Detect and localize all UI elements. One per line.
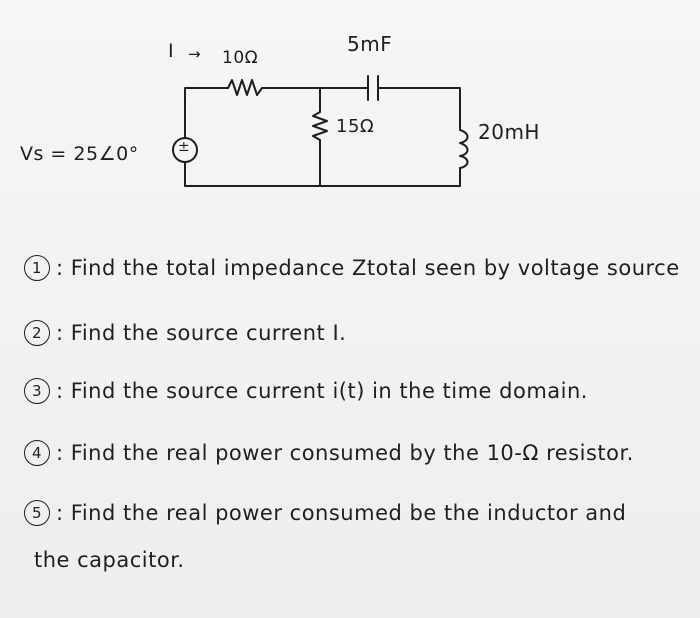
- question-1: 1: Find the total impedance Ztotal seen …: [24, 255, 680, 281]
- question-2-number: 2: [24, 320, 50, 346]
- resistor-10-symbol: [227, 79, 263, 96]
- resistor-15-symbol: [312, 111, 328, 141]
- question-1-text: Find the total impedance Ztotal seen by …: [70, 256, 680, 280]
- resistor-15-label: 15Ω: [336, 116, 375, 137]
- wire-bottom: [184, 161, 461, 187]
- question-3-sep: :: [56, 379, 64, 403]
- wire-top-right-b: [377, 87, 461, 131]
- question-2-text: Find the source current I.: [70, 321, 347, 345]
- resistor-10-label: 10Ω: [222, 48, 259, 68]
- question-1-sep: :: [56, 256, 64, 280]
- question-5-sep: :: [56, 501, 64, 525]
- voltage-source-symbol: [172, 137, 198, 163]
- question-5-number: 5: [24, 500, 50, 526]
- source-polarity: ±: [178, 139, 191, 155]
- question-1-number: 1: [24, 255, 50, 281]
- question-5-continued: the capacitor.: [34, 548, 185, 572]
- question-5-text: Find the real power consumed be the indu…: [70, 501, 627, 525]
- question-3: 3: Find the source current i(t) in the t…: [24, 378, 588, 404]
- capacitor-symbol: [367, 75, 379, 101]
- source-label: Vs = 25∠0°: [20, 143, 139, 165]
- question-4: 4: Find the real power consumed by the 1…: [24, 440, 634, 466]
- inductor-label: 20mH: [478, 120, 540, 144]
- question-3-number: 3: [24, 378, 50, 404]
- question-3-text: Find the source current i(t) in the time…: [70, 379, 588, 403]
- question-2-sep: :: [56, 321, 64, 345]
- question-4-sep: :: [56, 441, 64, 465]
- question-4-text: Find the real power consumed by the 10-Ω…: [70, 441, 634, 465]
- current-label: I: [168, 40, 175, 62]
- current-arrow: →: [188, 45, 202, 63]
- wire-top-left: [184, 87, 229, 139]
- inductor-symbol: [459, 129, 469, 169]
- question-2: 2: Find the source current I.: [24, 320, 346, 346]
- question-4-number: 4: [24, 440, 50, 466]
- question-5: 5: Find the real power consumed be the i…: [24, 500, 626, 526]
- capacitor-label: 5mF: [347, 32, 393, 56]
